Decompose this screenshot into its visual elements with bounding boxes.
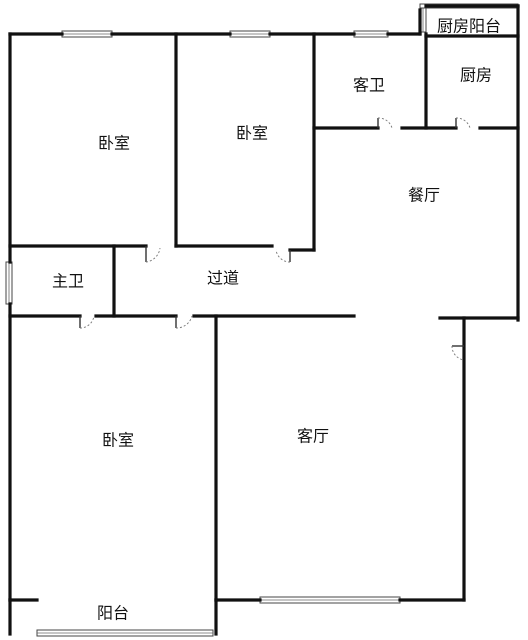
room-labels: 卧室 卧室 客卫 厨房阳台 厨房 餐厅 主卫 过道 卧室 客厅 阳台 bbox=[52, 17, 501, 623]
room-label-bedroom-1: 卧室 bbox=[98, 134, 130, 153]
room-label-balcony: 阳台 bbox=[97, 604, 129, 623]
walls bbox=[8, 4, 520, 636]
room-label-living: 客厅 bbox=[297, 427, 329, 446]
room-label-kitchen-balcony: 厨房阳台 bbox=[437, 17, 501, 36]
room-label-bedroom-2: 卧室 bbox=[236, 124, 268, 143]
doors bbox=[79, 117, 471, 361]
room-label-master-bedroom: 卧室 bbox=[102, 431, 134, 450]
room-label-corridor: 过道 bbox=[207, 269, 239, 288]
room-label-guest-bath: 客卫 bbox=[353, 76, 385, 95]
windows bbox=[5, 3, 519, 637]
room-label-dining: 餐厅 bbox=[408, 186, 440, 205]
room-label-master-bath: 主卫 bbox=[52, 272, 84, 291]
room-label-kitchen: 厨房 bbox=[460, 66, 492, 85]
